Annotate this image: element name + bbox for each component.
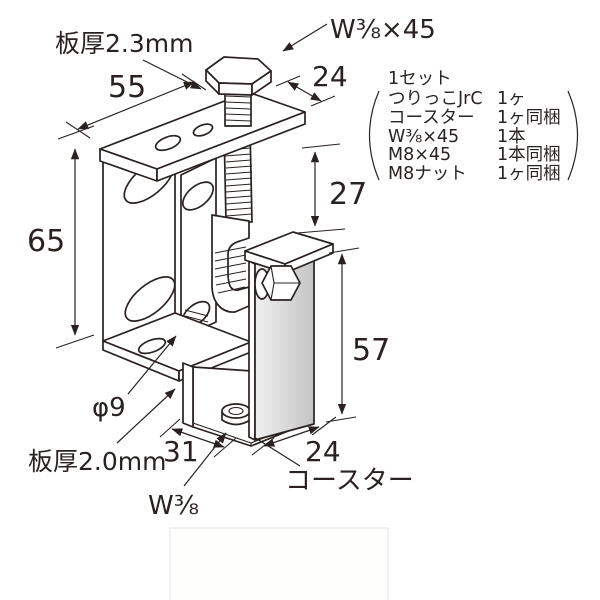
dim-57-value: 57	[352, 333, 390, 368]
dim-65: 65	[27, 125, 95, 349]
part-name: M8ナット	[388, 164, 467, 184]
paren-right	[567, 90, 579, 181]
paren-left	[368, 90, 380, 181]
hex-bolt-m8	[254, 265, 301, 301]
oval-hole	[192, 123, 214, 137]
dim-24-bottom: 24	[251, 416, 341, 468]
oval-hole	[154, 134, 182, 152]
coil-spring	[214, 246, 247, 294]
top-plate	[99, 91, 306, 182]
part-qty: 1ヶ	[497, 89, 526, 109]
oval-hole	[137, 337, 167, 355]
nut-spec-label: W⅜	[148, 491, 199, 521]
threaded-rod	[223, 127, 253, 223]
body-inner-face	[180, 157, 217, 339]
label-hole-diameter: φ9	[92, 335, 177, 423]
nut-w38	[221, 403, 251, 426]
dim-31-value: 31	[163, 435, 199, 468]
clamp-body	[99, 56, 334, 447]
dim-55-value: 55	[108, 70, 146, 105]
parts-list-header: 1セット	[388, 69, 452, 89]
oval-hole	[124, 276, 176, 322]
parts-list: 1セット つりっこJrC 1ヶ コースター 1ヶ同梱 W⅜×45 1本 M8×4…	[368, 69, 579, 184]
dim-24-bottom-value: 24	[305, 435, 341, 468]
hex-bolt-top	[205, 56, 272, 127]
hole-diameter-label: φ9	[92, 393, 126, 423]
part-name: つりっこJrC	[388, 89, 483, 109]
part-qty: 1ヶ同梱	[497, 108, 561, 128]
oval-hole	[181, 181, 215, 211]
label-coaster: コースター	[253, 436, 414, 496]
dim-65-value: 65	[27, 224, 65, 259]
part-qty: 1本	[497, 127, 526, 147]
part-name: M8×45	[388, 145, 451, 165]
part-qty: 1ヶ同梱	[497, 164, 561, 184]
dim-24-top-value: 24	[312, 60, 348, 93]
faint-watermark-box	[169, 527, 389, 600]
dim-24-top: 24	[275, 60, 348, 107]
dim-31: 31	[159, 418, 237, 468]
part-name: コースター	[388, 108, 475, 128]
hook-jaw	[211, 214, 250, 313]
dim-27: 27	[296, 143, 367, 234]
label-bolt-spec: W⅜×45	[282, 15, 436, 52]
coaster-label: コースター	[285, 466, 414, 496]
dim-27-value: 27	[329, 177, 367, 212]
part-name: W⅜×45	[388, 127, 459, 147]
label-plate-thickness-top: 板厚2.3mm	[55, 29, 202, 90]
dim-57: 57	[325, 247, 390, 423]
label-plate-thickness-bottom: 板厚2.0mm	[28, 388, 176, 476]
label-nut-spec: W⅜	[148, 432, 227, 521]
part-qty: 1本同梱	[497, 145, 561, 165]
plate-thickness-top-label: 板厚2.3mm	[55, 29, 193, 58]
bolt-spec-label: W⅜×45	[330, 15, 436, 45]
plate-thickness-bottom-label: 板厚2.0mm	[28, 447, 166, 476]
